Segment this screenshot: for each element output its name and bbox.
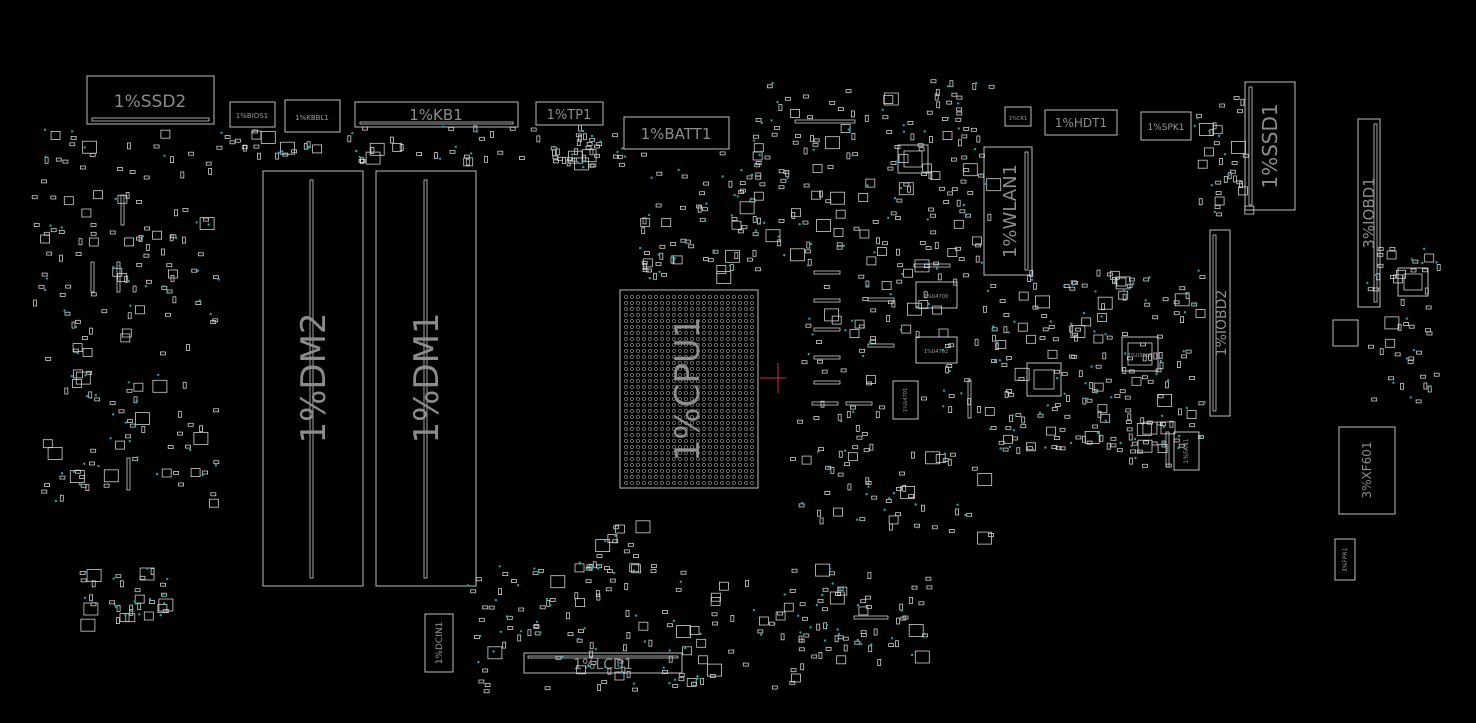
component-kbbl1[interactable]: 1%KBBL1 (284, 99, 341, 133)
label-dm2: 1%DM2 (294, 312, 334, 443)
label-dcin1: 1%DCIN1 (435, 622, 445, 665)
component-fan1[interactable]: 1%FAN1 (1173, 431, 1200, 471)
ic-u4701[interactable]: 1%U4701 (892, 380, 919, 420)
component-xf601[interactable]: 3%XF601 (1338, 426, 1396, 515)
ic-u4702[interactable]: 1%U4702 (915, 336, 958, 364)
connector-kb1[interactable]: 1%KB1 (354, 101, 519, 128)
cpu-marker (760, 363, 786, 393)
smd-components (31, 79, 1441, 694)
ic-u5000[interactable]: 1%U5000 (1121, 336, 1159, 372)
label-wlan1: 1%WLAN1 (1000, 164, 1021, 258)
label-tp1: 1%TP1 (547, 108, 592, 123)
ic-block-iobd[interactable] (1397, 267, 1429, 297)
connector-ssd2[interactable]: 1%SSD2 (86, 75, 215, 125)
connector-iobd1[interactable]: 3%IOBD1 (1357, 118, 1381, 308)
connector-iobd2[interactable]: 1%IOBD2 (1209, 229, 1231, 417)
label-hdt1: 1%HDT1 (1055, 116, 1107, 130)
label-ssd2: 1%SSD2 (114, 92, 186, 112)
label-u4701: 1%U4701 (903, 388, 909, 412)
label-batt1: 1%BATT1 (641, 125, 712, 143)
connector-batt1[interactable]: 1%BATT1 (623, 116, 730, 150)
label-ssd1: 1%SSD1 (1258, 103, 1282, 188)
label-fpr1: 3%FPR1 (1342, 548, 1349, 573)
dimm-slot-dm1[interactable]: 1%DM1 (375, 170, 477, 587)
label-cr1: 1%CR1 (1009, 116, 1027, 122)
connector-tp1[interactable]: 1%TP1 (535, 101, 604, 126)
label-u5000: 1%U5000 (1128, 353, 1152, 359)
component-fpr1[interactable]: 3%FPR1 (1334, 538, 1356, 581)
connector-wlan1[interactable]: 1%WLAN1 (983, 146, 1033, 276)
label-iobd1: 3%IOBD1 (1360, 177, 1378, 248)
label-spk1: 1%SPK1 (1147, 123, 1184, 133)
label-kbbl1: 1%KBBL1 (295, 114, 329, 122)
label-cpu1: 1%CPU1 (668, 317, 708, 462)
label-iobd2: 1%IOBD2 (1214, 290, 1230, 357)
ic-u4700[interactable]: 1%U4700 (915, 281, 958, 309)
label-kb1: 1%KB1 (409, 106, 462, 124)
cpu-ball-grid (624, 295, 754, 485)
label-u4700: 1%U4700 (924, 294, 948, 300)
label-fan1: 1%FAN1 (1183, 438, 1190, 463)
label-lcd1: 1%LCD1 (573, 657, 632, 673)
component-bios1[interactable]: 1%BIOS1 (229, 101, 276, 128)
connector-ssd1[interactable]: 1%SSD1 (1244, 81, 1296, 211)
connector-spk1[interactable]: 1%SPK1 (1140, 111, 1192, 141)
ic-block-side[interactable] (1332, 319, 1359, 347)
label-u4702: 1%U4702 (924, 349, 948, 355)
ic-block-top[interactable] (897, 144, 929, 174)
label-dm1: 1%DM1 (407, 312, 447, 443)
component-cr1[interactable]: 1%CR1 (1004, 106, 1032, 127)
via-holes (43, 82, 1438, 685)
label-xf601: 3%XF601 (1360, 441, 1374, 498)
label-bios1: 1%BIOS1 (236, 112, 268, 120)
connector-hdt1[interactable]: 1%HDT1 (1044, 109, 1118, 136)
ic-block-right[interactable] (1026, 362, 1062, 397)
cpu-bga-cpu1[interactable]: 1%CPU1 (619, 289, 759, 489)
dimm-slot-dm2[interactable]: 1%DM2 (262, 170, 364, 587)
connector-dcin1[interactable]: 1%DCIN1 (424, 613, 454, 673)
